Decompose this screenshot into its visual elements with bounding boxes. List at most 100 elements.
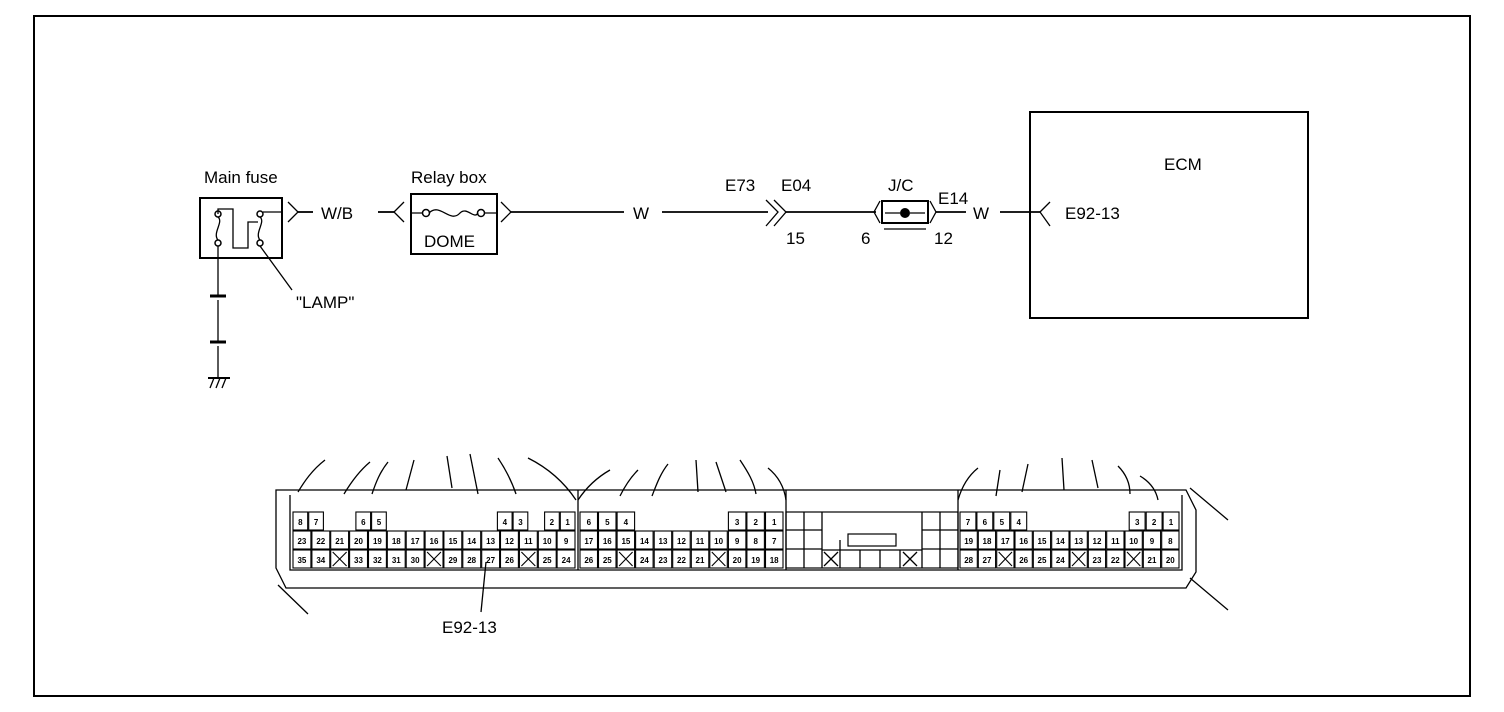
pin-number: 27 xyxy=(486,556,495,565)
pin-cell xyxy=(405,549,425,569)
pin-number: 10 xyxy=(1129,537,1138,546)
lamp-fuse-label: "LAMP" xyxy=(296,293,354,312)
pin-number: 24 xyxy=(562,556,571,565)
pin-number: 3 xyxy=(1135,518,1140,527)
pin-number: 1 xyxy=(565,518,570,527)
pin-cell xyxy=(1124,549,1143,569)
pin-number: 22 xyxy=(1111,556,1120,565)
pin-cell xyxy=(597,530,617,550)
pin-cell xyxy=(727,511,747,531)
pin-cell xyxy=(405,530,425,550)
pin-number: 24 xyxy=(640,556,649,565)
pin-cell xyxy=(959,511,977,531)
pin-number: 18 xyxy=(392,537,401,546)
pin-number: 24 xyxy=(1056,556,1065,565)
pin-number: 21 xyxy=(335,537,344,546)
pin-number: 18 xyxy=(983,537,992,546)
pin-number: 12 xyxy=(505,537,514,546)
blank-pin-mark xyxy=(426,551,442,567)
connector-e04-label: E04 xyxy=(781,176,811,195)
pin-number: 8 xyxy=(1168,537,1173,546)
main-fuse-label: Main fuse xyxy=(204,168,278,187)
pin-cell xyxy=(746,549,765,569)
pin-number: 12 xyxy=(677,537,686,546)
pin-number: 5 xyxy=(1000,518,1005,527)
pin-cell xyxy=(386,530,406,550)
pin-number: 16 xyxy=(1019,537,1028,546)
pin-cell xyxy=(443,530,463,550)
junction-label: J/C xyxy=(888,176,914,195)
pin-cell xyxy=(1142,530,1162,550)
pin-cell xyxy=(462,530,482,550)
blank-pin-mark xyxy=(521,551,536,567)
pin-number: 22 xyxy=(677,556,686,565)
pin-cell xyxy=(544,511,560,531)
pin-number: 15 xyxy=(1038,537,1047,546)
connector-e04-pin: 15 xyxy=(786,229,805,248)
pin-number: 2 xyxy=(550,518,555,527)
pin-number: 20 xyxy=(354,537,363,546)
pin-cell xyxy=(537,530,557,550)
pin-cell xyxy=(1106,549,1125,569)
pin-number: 22 xyxy=(316,537,325,546)
relay-box-label: Relay box xyxy=(411,168,487,187)
pin-number: 13 xyxy=(486,537,495,546)
pin-cell xyxy=(616,530,636,550)
pin-cell xyxy=(424,530,444,550)
pin-cell xyxy=(579,549,599,569)
pin-cell xyxy=(1161,530,1180,550)
pin-cell xyxy=(597,511,617,531)
pin-number: 7 xyxy=(966,518,971,527)
pin-cell xyxy=(579,530,599,550)
pin-cell xyxy=(424,549,444,569)
pin-number: 17 xyxy=(584,537,593,546)
pin-number: 6 xyxy=(983,518,988,527)
pin-number: 32 xyxy=(373,556,382,565)
pin-cell xyxy=(1106,530,1125,550)
connector-face-callout: E92-13 xyxy=(442,618,497,637)
pin-cell xyxy=(672,530,691,550)
connector-e73-e04: E73 E04 15 xyxy=(725,176,811,248)
pin-number: 15 xyxy=(621,537,630,546)
pin-cell xyxy=(764,511,784,531)
pin-cell xyxy=(993,511,1011,531)
pin-number: 12 xyxy=(1093,537,1102,546)
pin-number: 4 xyxy=(624,518,629,527)
pin-number: 10 xyxy=(714,537,723,546)
pin-cell xyxy=(355,511,372,531)
pin-number: 35 xyxy=(297,556,306,565)
ecm: ECM E92-13 xyxy=(1029,111,1309,319)
relay-box: Relay box DOME xyxy=(393,168,512,255)
pin-number: 25 xyxy=(1038,556,1047,565)
pin-cell xyxy=(690,549,710,569)
pin-number: 28 xyxy=(964,556,973,565)
pin-number: 9 xyxy=(564,537,569,546)
junction-connector: J/C 6 12 E14 xyxy=(861,176,968,248)
pin-number: 13 xyxy=(1074,537,1083,546)
pin-number: 9 xyxy=(1150,537,1155,546)
pin-number: 19 xyxy=(964,537,973,546)
pin-cell xyxy=(1162,511,1180,531)
pin-cell xyxy=(977,530,997,550)
pin-number: 23 xyxy=(297,537,306,546)
pin-cell xyxy=(292,530,312,550)
pin-number: 16 xyxy=(430,537,439,546)
pin-cell xyxy=(556,549,576,569)
pin-cell xyxy=(746,530,765,550)
pin-cell xyxy=(1069,530,1088,550)
pin-cell xyxy=(709,530,728,550)
pin-number: 7 xyxy=(772,537,777,546)
pin-cell xyxy=(597,549,617,569)
pin-cell xyxy=(556,530,576,550)
pin-cell xyxy=(481,549,501,569)
pin-cell xyxy=(690,530,710,550)
pin-cell xyxy=(367,530,387,550)
pin-cell xyxy=(330,530,350,550)
pin-number: 13 xyxy=(659,537,668,546)
pin-cell xyxy=(1051,530,1070,550)
pin-number: 23 xyxy=(1093,556,1102,565)
pin-cell xyxy=(709,549,728,569)
pin-cell xyxy=(1051,549,1070,569)
pin-number: 6 xyxy=(587,518,592,527)
blank-pin-mark xyxy=(1126,551,1141,567)
